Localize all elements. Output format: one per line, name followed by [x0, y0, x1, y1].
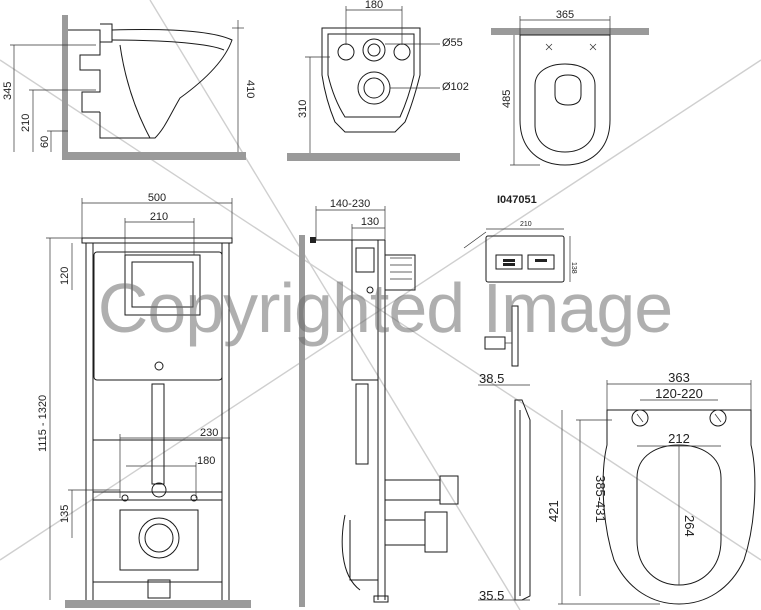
- dim-180-top: 180: [365, 0, 383, 11]
- dim-365: 365: [556, 9, 574, 21]
- bowl-back-view: 180 Ø55 Ø102 310: [287, 0, 469, 161]
- dim-d55: Ø55: [442, 37, 463, 49]
- frame-front-view: 500 210 120 1115 - 1320 230 180 135: [37, 192, 251, 608]
- dim-421: 421: [546, 500, 561, 522]
- dim-140-230: 140-230: [330, 198, 370, 210]
- dim-485: 485: [501, 90, 513, 108]
- flush-plate: I047051 210 138: [463, 194, 577, 367]
- dim-212: 212: [668, 431, 690, 446]
- dim-130: 130: [361, 216, 379, 228]
- seat-profile: 38.5 35.5: [478, 371, 531, 603]
- dim-120-220: 120-220: [655, 386, 703, 401]
- dim-38-5: 38.5: [479, 371, 504, 386]
- bowl-top-view: 365 485: [491, 9, 649, 166]
- dim-plate-210: 210: [520, 221, 532, 228]
- dim-60: 60: [39, 136, 51, 148]
- dim-plate-138: 138: [570, 262, 577, 274]
- seat-top-view: 363 120-220 212 264 385-431 421: [546, 370, 756, 605]
- dim-310: 310: [297, 100, 309, 118]
- dim-120: 120: [59, 267, 71, 285]
- dim-135: 135: [59, 505, 71, 523]
- dim-1115-1320: 1115 - 1320: [37, 395, 49, 452]
- dim-180-frame: 180: [197, 455, 215, 467]
- dim-410: 410: [244, 80, 256, 98]
- dim-230: 230: [200, 427, 218, 439]
- dim-210-left: 210: [20, 114, 32, 132]
- product-code: I047051: [497, 194, 537, 206]
- dim-385-431: 385-431: [593, 475, 608, 523]
- dim-345: 345: [2, 82, 14, 100]
- bowl-side-view: 345 210 60 410: [2, 15, 256, 160]
- dim-d102: Ø102: [442, 81, 469, 93]
- dim-264: 264: [682, 515, 697, 537]
- dim-363: 363: [668, 370, 690, 385]
- frame-side-view: 140-230 130: [299, 198, 459, 607]
- dim-500: 500: [148, 192, 166, 204]
- dim-210-frame: 210: [150, 211, 168, 223]
- dim-35-5: 35.5: [479, 588, 504, 603]
